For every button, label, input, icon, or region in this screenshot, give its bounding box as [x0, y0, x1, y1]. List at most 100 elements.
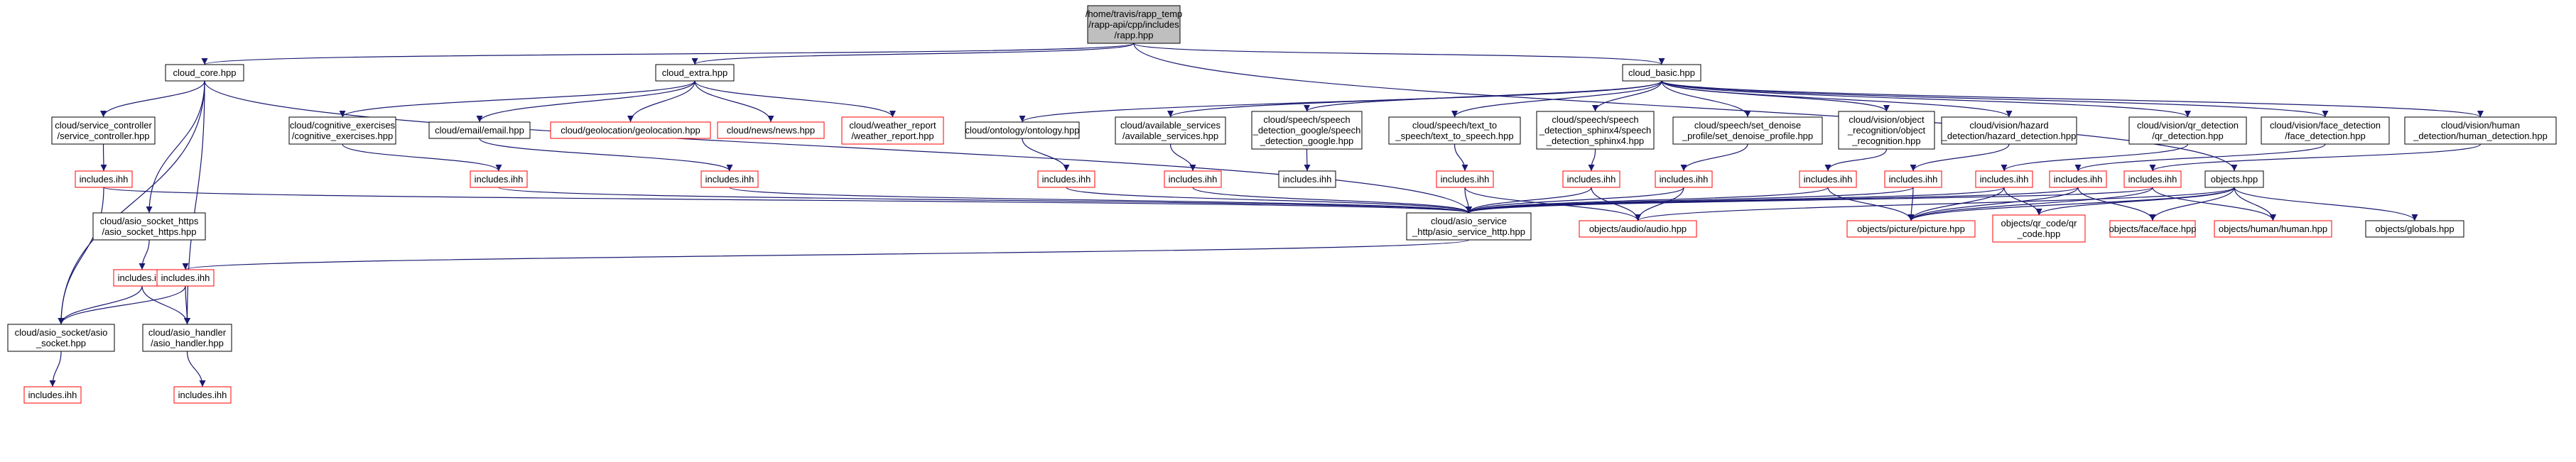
edge-cloud-extra-to-weather-report [694, 80, 896, 118]
node-set-denoise[interactable]: cloud/speech/set_denoise_profile/set_den… [1672, 116, 1823, 145]
node-inc-object[interactable]: includes.ihh [1799, 170, 1857, 188]
node-qr-detection[interactable]: cloud/vision/qr_detection/qr_detection.h… [2128, 116, 2247, 145]
edge-face-detection-to-inc-face [2074, 143, 2326, 172]
edge-inc-object-to-asio-service-http [1466, 187, 1829, 214]
edge-hazard-detection-to-inc-hazard [1910, 143, 2010, 172]
node-inc-qr[interactable]: includes.ihh [1975, 170, 2033, 188]
node-box [75, 170, 133, 188]
node-face[interactable]: objects/face/face.hpp [2109, 220, 2197, 238]
node-inc-available[interactable]: includes.ihh [1164, 170, 1222, 188]
node-label: /rapp-api/cpp/includes [1088, 19, 1179, 30]
edge-inc-service-controller-to-asio-socket [58, 187, 104, 325]
node-label: _code.hpp [2017, 229, 2061, 239]
node-box [2109, 220, 2196, 238]
node-label: includes.ihh [2054, 174, 2103, 185]
node-object-recognition[interactable]: cloud/vision/object_recognition/object_r… [1838, 111, 1935, 150]
node-picture[interactable]: objects/picture/picture.hpp [1846, 220, 1976, 238]
node-hazard-detection[interactable]: cloud/vision/hazard_detection/hazard_det… [1941, 116, 2077, 145]
node-label: includes.ihh [161, 273, 210, 283]
node-inc-cognitive[interactable]: includes.ihh [470, 170, 528, 188]
edge-inc-hazard-to-asio-service-http [1466, 187, 1914, 214]
node-box [550, 121, 711, 139]
node-root[interactable]: /home/travis/rapp_temp/rapp-api/cpp/incl… [1086, 5, 1183, 44]
edge-cognitive-exercises-to-inc-cognitive [342, 143, 502, 172]
node-label: cloud/asio_socket/asio [15, 327, 108, 338]
node-box [2204, 170, 2264, 188]
node-asio-socket[interactable]: cloud/asio_socket/asio_socket.hpp [7, 324, 115, 352]
node-weather-report[interactable]: cloud/weather_report/weather_report.hpp [841, 116, 944, 145]
node-box [1672, 116, 1823, 145]
node-inc-https[interactable]: includes.ihh [113, 269, 171, 287]
node-cloud-basic[interactable]: cloud_basic.hpp [1622, 64, 1701, 82]
node-inc-service-controller[interactable]: includes.ihh [75, 170, 133, 188]
node-label: includes.ihh [1567, 174, 1616, 185]
node-label: cloud/email/email.hpp [435, 125, 524, 136]
node-news[interactable]: cloud/news/news.hpp [717, 121, 825, 139]
edge-asio-socket-https-to-inc-https [139, 239, 150, 270]
node-cloud-core[interactable]: cloud_core.hpp [165, 64, 244, 82]
node-speech-google[interactable]: cloud/speech/speech_detection_google/spe… [1251, 111, 1363, 150]
edge-cloud-basic-to-set-denoise [1661, 80, 1751, 118]
node-inc-service-http[interactable]: includes.ihh [156, 269, 215, 287]
node-inc-handler[interactable]: includes.ihh [173, 386, 232, 404]
node-box [1115, 116, 1226, 145]
node-human-detection[interactable]: cloud/vision/human_detection/human_detec… [2404, 116, 2557, 145]
node-geolocation[interactable]: cloud/geolocation/geolocation.hpp [550, 121, 711, 139]
node-service-controller[interactable]: cloud/service_controller/service_control… [51, 116, 156, 145]
node-qr-code[interactable]: objects/qr_code/qr_code.hpp [1992, 214, 2086, 243]
node-box [165, 64, 244, 82]
node-label: includes.ihh [1804, 174, 1853, 185]
node-label: cloud/vision/hazard [1969, 120, 2048, 131]
node-inc-denoise[interactable]: includes.ihh [1655, 170, 1713, 188]
edge-root-to-objects [1133, 43, 2238, 172]
node-label: cloud/geolocation/geolocation.hpp [561, 125, 700, 136]
node-objects[interactable]: objects.hpp [2204, 170, 2264, 188]
node-available-services[interactable]: cloud/available_services/available_servi… [1115, 116, 1226, 145]
node-text-to-speech[interactable]: cloud/speech/text_to_speech/text_to_spee… [1388, 116, 1521, 145]
node-box [1975, 170, 2033, 188]
node-inc-face[interactable]: includes.ihh [2049, 170, 2107, 188]
node-label: /home/travis/rapp_temp [1086, 9, 1183, 19]
node-asio-service-http[interactable]: cloud/asio_service_http/asio_service_htt… [1406, 212, 1532, 241]
node-cloud-extra[interactable]: cloud_extra.hpp [655, 64, 735, 82]
node-email[interactable]: cloud/email/email.hpp [428, 121, 531, 139]
node-box [1799, 170, 1857, 188]
node-ontology[interactable]: cloud/ontology/ontology.hpp [965, 121, 1080, 139]
node-inc-google[interactable]: includes.ihh [1278, 170, 1336, 188]
node-label: cloud/vision/qr_detection [2137, 120, 2239, 131]
node-inc-sphinx4[interactable]: includes.ihh [1562, 170, 1620, 188]
node-label: cloud/speech/text_to [1412, 120, 1497, 131]
node-face-detection[interactable]: cloud/vision/face_detection/face_detecti… [2261, 116, 2390, 145]
node-label: includes.ihh [1889, 174, 1938, 185]
edge-ontology-to-inc-ontology [1022, 138, 1070, 172]
node-audio[interactable]: objects/audio/audio.hpp [1579, 220, 1697, 238]
node-asio-handler[interactable]: cloud/asio_handler/asio_handler.hpp [142, 324, 232, 352]
node-box [1655, 170, 1713, 188]
node-label: objects.hpp [2211, 174, 2258, 185]
node-label: includes.ihh [1283, 174, 1332, 185]
node-label: cloud/speech/speech [1552, 114, 1638, 125]
node-cognitive-exercises[interactable]: cloud/cognitive_exercises/cognitive_exer… [288, 116, 396, 145]
node-box [288, 116, 396, 145]
node-inc-tts[interactable]: includes.ihh [1436, 170, 1494, 188]
edge-cloud-basic-to-speech-sphinx4 [1592, 80, 1662, 112]
node-inc-ontology[interactable]: includes.ihh [1037, 170, 1095, 188]
node-globals[interactable]: objects/globals.hpp [2365, 220, 2464, 238]
node-inc-human[interactable]: includes.ihh [2123, 170, 2182, 188]
edge-cloud-extra-to-email [476, 80, 696, 123]
node-box [1536, 111, 1655, 150]
node-box [173, 386, 232, 404]
node-box [1037, 170, 1095, 188]
node-label: cloud/cognitive_exercises [290, 120, 396, 131]
node-inc-hazard[interactable]: includes.ihh [1884, 170, 1942, 188]
node-inc-socket[interactable]: includes.ihh [23, 386, 82, 404]
node-label: cloud_extra.hpp [662, 67, 728, 78]
node-label: includes.ihh [705, 174, 754, 185]
node-inc-email[interactable]: includes.ihh [700, 170, 759, 188]
node-human[interactable]: objects/human/human.hpp [2214, 220, 2332, 238]
edge-inc-service-controller-to-asio-service-http [103, 187, 1472, 214]
node-asio-socket-https[interactable]: cloud/asio_socket_https/asio_socket_http… [92, 212, 206, 241]
node-speech-sphinx4[interactable]: cloud/speech/speech_detection_sphinx4/sp… [1536, 111, 1655, 150]
node-box [2404, 116, 2557, 145]
edge-inc-object-to-picture [1827, 187, 1915, 221]
